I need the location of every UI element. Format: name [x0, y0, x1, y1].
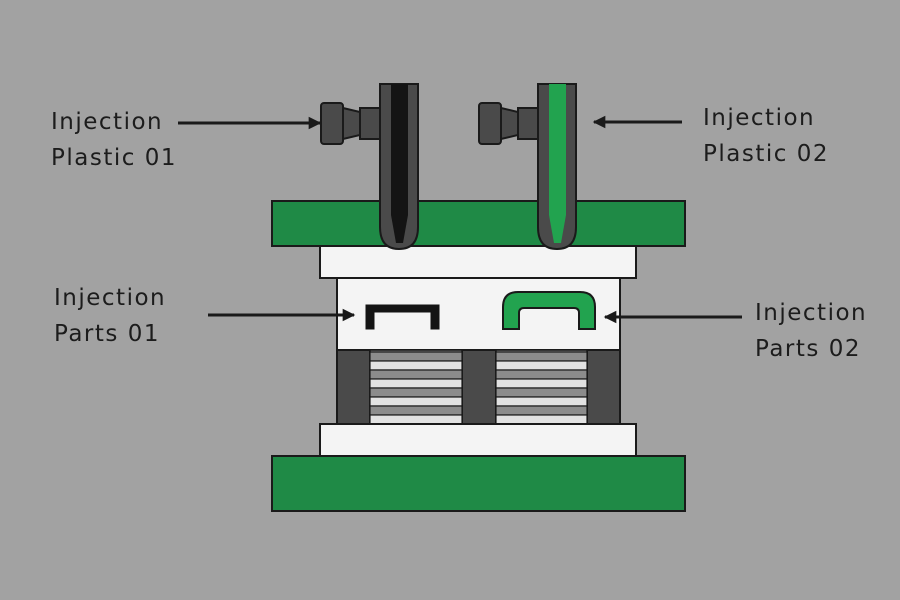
- ejector-stack-left: [369, 349, 463, 425]
- label-plastic-02-line2: Plastic 02: [703, 141, 829, 167]
- bottom-clamp-plate: [271, 455, 686, 512]
- label-injection-plastic-01: Injection Plastic 01: [51, 104, 177, 176]
- ejector-stack-right: [495, 349, 588, 425]
- label-parts-02-line2: Parts 02: [755, 336, 861, 362]
- label-injection-plastic-02: Injection Plastic 02: [703, 100, 829, 172]
- molded-part-01: [365, 304, 440, 330]
- label-plastic-02-line1: Injection: [703, 105, 816, 131]
- injection-unit-02: [478, 83, 577, 251]
- label-plastic-01-line2: Plastic 01: [51, 145, 177, 171]
- lower-white-plate: [319, 423, 637, 457]
- upper-white-plate: [319, 245, 637, 279]
- support-pillar-center: [461, 349, 497, 425]
- support-pillar-right: [586, 349, 621, 425]
- label-injection-parts-02: Injection Parts 02: [755, 295, 867, 367]
- label-parts-01-line2: Parts 01: [54, 321, 160, 347]
- top-clamp-plate: [271, 200, 686, 247]
- support-pillar-left: [336, 349, 371, 425]
- label-parts-02-line1: Injection: [755, 300, 868, 326]
- label-plastic-01-line1: Injection: [51, 109, 164, 135]
- molded-part-02: [502, 291, 596, 330]
- injection-unit-01: [320, 83, 419, 251]
- cavity-plate: [336, 277, 621, 351]
- label-injection-parts-01: Injection Parts 01: [54, 280, 166, 352]
- label-parts-01-line1: Injection: [54, 285, 167, 311]
